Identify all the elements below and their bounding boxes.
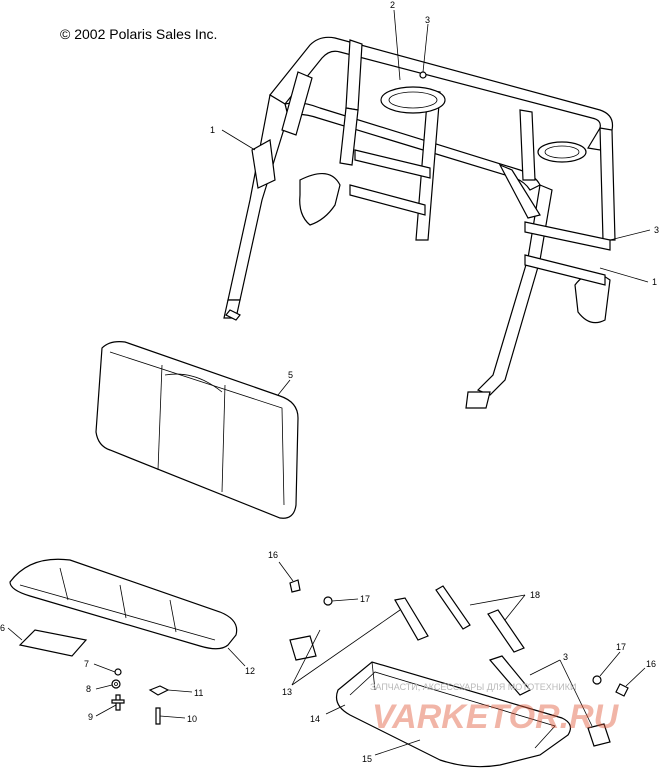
seat-belt-buckle — [289, 597, 429, 661]
callout-1-right: 1 — [652, 277, 657, 287]
label-sheet — [18, 629, 88, 657]
seat-back — [95, 341, 299, 519]
callout-5: 5 — [288, 370, 293, 380]
callout-17-left: 17 — [360, 594, 370, 604]
seat-belts — [435, 585, 531, 696]
watermark-tagline: ЗАПЧАСТИ, АКСЕССУАРЫ ДЛЯ МОТОТЕХНИКИ — [370, 682, 577, 692]
callout-12: 12 — [245, 666, 255, 676]
bolt-16-left — [289, 579, 301, 593]
seat-base-tray — [335, 661, 572, 768]
callout-6: 6 — [0, 623, 5, 633]
seat-bottom — [9, 558, 238, 650]
callout-1-left: 1 — [210, 125, 215, 135]
callout-17-right: 17 — [616, 642, 626, 652]
nut-17-right — [592, 675, 602, 685]
callout-3-right: 3 — [654, 225, 659, 235]
callout-10: 10 — [187, 714, 197, 724]
callout-15: 15 — [362, 754, 372, 764]
seat-hardware — [111, 668, 170, 725]
leader-lines — [7, 9, 651, 756]
bolt-16-right — [615, 683, 629, 697]
roll-cage — [223, 36, 616, 409]
copyright-notice: © 2002 Polaris Sales Inc. — [60, 26, 218, 42]
callout-8: 8 — [86, 684, 91, 694]
callout-2: 2 — [390, 0, 395, 10]
watermark: ЗАПЧАСТИ, АКСЕССУАРЫ ДЛЯ МОТОТЕХНИКИ VAR… — [370, 682, 620, 736]
callout-11: 11 — [194, 688, 203, 698]
callout-14: 14 — [310, 714, 320, 724]
buckle-bracket-right — [587, 723, 611, 747]
callout-7: 7 — [84, 659, 89, 669]
callout-3-top: 3 — [425, 15, 430, 25]
nut-17-left — [323, 596, 333, 606]
callout-3-bottom: 3 — [563, 652, 568, 662]
callout-13: 13 — [282, 687, 292, 697]
callout-16-left: 16 — [268, 550, 278, 560]
callout-16-right: 16 — [646, 659, 656, 669]
callout-18: 18 — [530, 590, 540, 600]
watermark-logo: VARKETOR.RU — [372, 698, 620, 736]
callout-9: 9 — [88, 712, 93, 722]
